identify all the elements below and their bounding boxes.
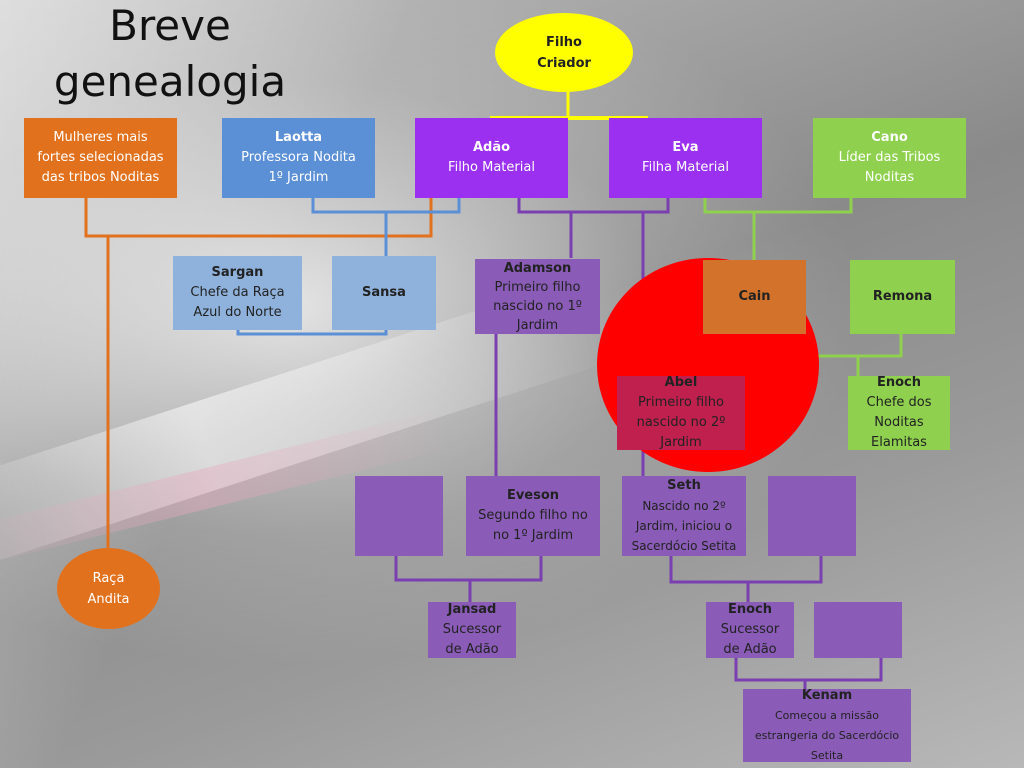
adamson-line2: nascido no 1º <box>493 298 582 314</box>
node-raca-andita: Raça Andita <box>57 548 160 629</box>
laotta-line2: 1º Jardim <box>268 170 329 185</box>
kenam-name: Kenam <box>801 687 853 703</box>
mulheres-line2: fortes selecionadas <box>37 150 164 165</box>
connector-enoch-kenam <box>734 658 883 682</box>
node-sargan: Sargan Chefe da Raça Azul do Norte <box>173 256 302 330</box>
adao-name: Adão <box>472 140 511 155</box>
node-enoch-chefe: Enoch Chefe dos Noditas Elamitas <box>848 375 950 450</box>
remona-name: Remona <box>872 289 933 304</box>
enoch-sucessor-line1: Sucessor <box>720 622 780 637</box>
laotta-name: Laotta <box>274 130 323 145</box>
node-eva: Eva Filha Material <box>609 118 762 198</box>
seth-line2: Jardim, iniciou o <box>635 519 733 533</box>
sargan-line1: Chefe da Raça <box>190 285 285 300</box>
eva-line1: Filha Material <box>642 160 729 175</box>
page-title: Breve genealogia <box>50 0 290 110</box>
abel-line1: Primeiro filho <box>638 395 724 410</box>
node-enoch-sucessor: Enoch Sucessor de Adão <box>706 602 794 658</box>
kenam-line1: Começou a missão <box>774 708 880 722</box>
connector-orange <box>84 198 433 238</box>
seth-line1: Nascido no 2º <box>642 499 726 513</box>
eveson-line2: no 1º Jardim <box>492 528 574 543</box>
title-line-1: Breve <box>109 1 231 50</box>
adao-line1: Filho Material <box>448 160 535 175</box>
eveson-line1: Segundo filho no <box>478 508 588 523</box>
node-mulheres: Mulheres mais fortes selecionadas das tr… <box>24 118 177 198</box>
seth-line3: Sacerdócio Setita <box>631 539 737 553</box>
node-eveson: Eveson Segundo filho no no 1º Jardim <box>466 476 600 556</box>
seth-name: Seth <box>667 478 701 493</box>
node-empty-right <box>768 476 856 556</box>
enoch-sucessor-name: Enoch <box>727 602 773 617</box>
title-line-2: genealogia <box>53 57 287 106</box>
node-abel: Abel Primeiro filho nascido no 2º Jardim <box>617 375 745 450</box>
sargan-name: Sargan <box>211 265 264 280</box>
enoch-chefe-line2: Noditas <box>874 415 924 430</box>
node-filho-criador: Filho Criador <box>495 13 633 92</box>
node-empty-left <box>355 476 443 556</box>
connector-purple <box>517 198 670 214</box>
connector-blue <box>311 198 461 214</box>
node-adamson: Adamson Primeiro filho nascido no 1º Jar… <box>475 259 600 334</box>
mulheres-line1: Mulheres mais <box>53 130 148 145</box>
sargan-line2: Azul do Norte <box>193 305 282 320</box>
abel-line2: nascido no 2º <box>636 415 726 430</box>
cano-line1: Líder das Tribos <box>838 150 941 165</box>
cano-line2: Noditas <box>864 170 915 185</box>
adamson-name: Adamson <box>503 260 572 276</box>
jansad-line1: Sucessor <box>442 622 502 637</box>
node-adao: Adão Filho Material <box>415 118 568 198</box>
eva-name: Eva <box>672 140 699 155</box>
jansad-line2: de Adão <box>445 642 499 657</box>
laotta-line1: Professora Nodita <box>241 150 356 165</box>
sansa-name: Sansa <box>362 285 406 300</box>
connector-seth-enoch <box>669 556 823 584</box>
abel-line3: Jardim <box>660 435 702 450</box>
filho-criador-line1: Filho <box>546 34 582 50</box>
raca-andita-line1: Raça <box>92 570 125 586</box>
node-cano: Cano Líder das Tribos Noditas <box>813 118 966 198</box>
cano-name: Cano <box>871 130 908 145</box>
connector-blue-sargan <box>236 330 388 336</box>
filho-criador-line2: Criador <box>537 55 591 71</box>
jansad-name: Jansad <box>447 602 497 617</box>
connector-eveson-jansad <box>394 556 543 582</box>
adamson-line3: Jardim <box>516 317 559 333</box>
node-sansa: Sansa <box>332 256 436 330</box>
enoch-chefe-name: Enoch <box>876 375 922 390</box>
eveson-name: Eveson <box>506 488 560 503</box>
node-empty-bottom <box>814 602 902 658</box>
node-seth: Seth Nascido no 2º Jardim, iniciou o Sac… <box>622 476 746 556</box>
connector-green <box>703 198 853 214</box>
adamson-line1: Primeiro filho <box>494 279 581 295</box>
enoch-sucessor-line2: de Adão <box>723 642 777 657</box>
mulheres-line3: das tribos Noditas <box>41 170 160 185</box>
node-laotta: Laotta Professora Nodita 1º Jardim <box>222 118 375 198</box>
node-kenam: Kenam Começou a missão estrangeria do Sa… <box>743 687 911 762</box>
kenam-line2: estrangeria do Sacerdócio <box>754 728 900 742</box>
node-cain: Cain <box>703 260 806 334</box>
abel-name: Abel <box>664 375 698 390</box>
cain-name: Cain <box>738 289 771 304</box>
enoch-chefe-line1: Chefe dos <box>866 395 932 410</box>
enoch-chefe-line3: Elamitas <box>871 435 927 450</box>
node-jansad: Jansad Sucessor de Adão <box>428 602 516 658</box>
raca-andita-line2: Andita <box>87 591 130 607</box>
node-remona: Remona <box>850 260 955 334</box>
kenam-line3: Setita <box>810 748 844 762</box>
